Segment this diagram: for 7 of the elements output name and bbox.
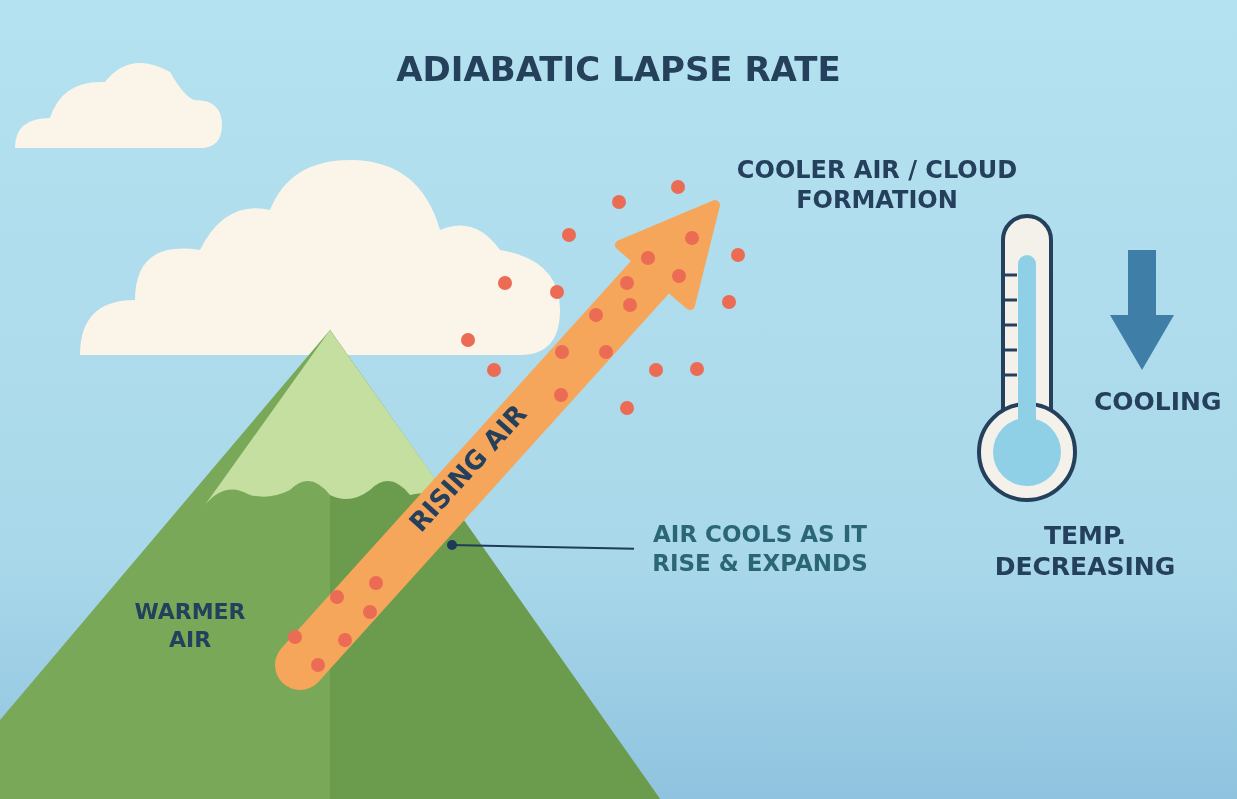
leader-line [447, 540, 635, 550]
label: TEMP. DECREASING [993, 520, 1177, 583]
label: WARMER AIR [133, 598, 247, 653]
label: COOLER AIR / CLOUD FORMATION [735, 155, 1019, 215]
callout-text: AIR COOLS AS IT RISE & EXPANDS [635, 520, 885, 578]
label: COOLING [1094, 386, 1222, 418]
diagram-title: ADIABATIC LAPSE RATE [395, 48, 842, 91]
